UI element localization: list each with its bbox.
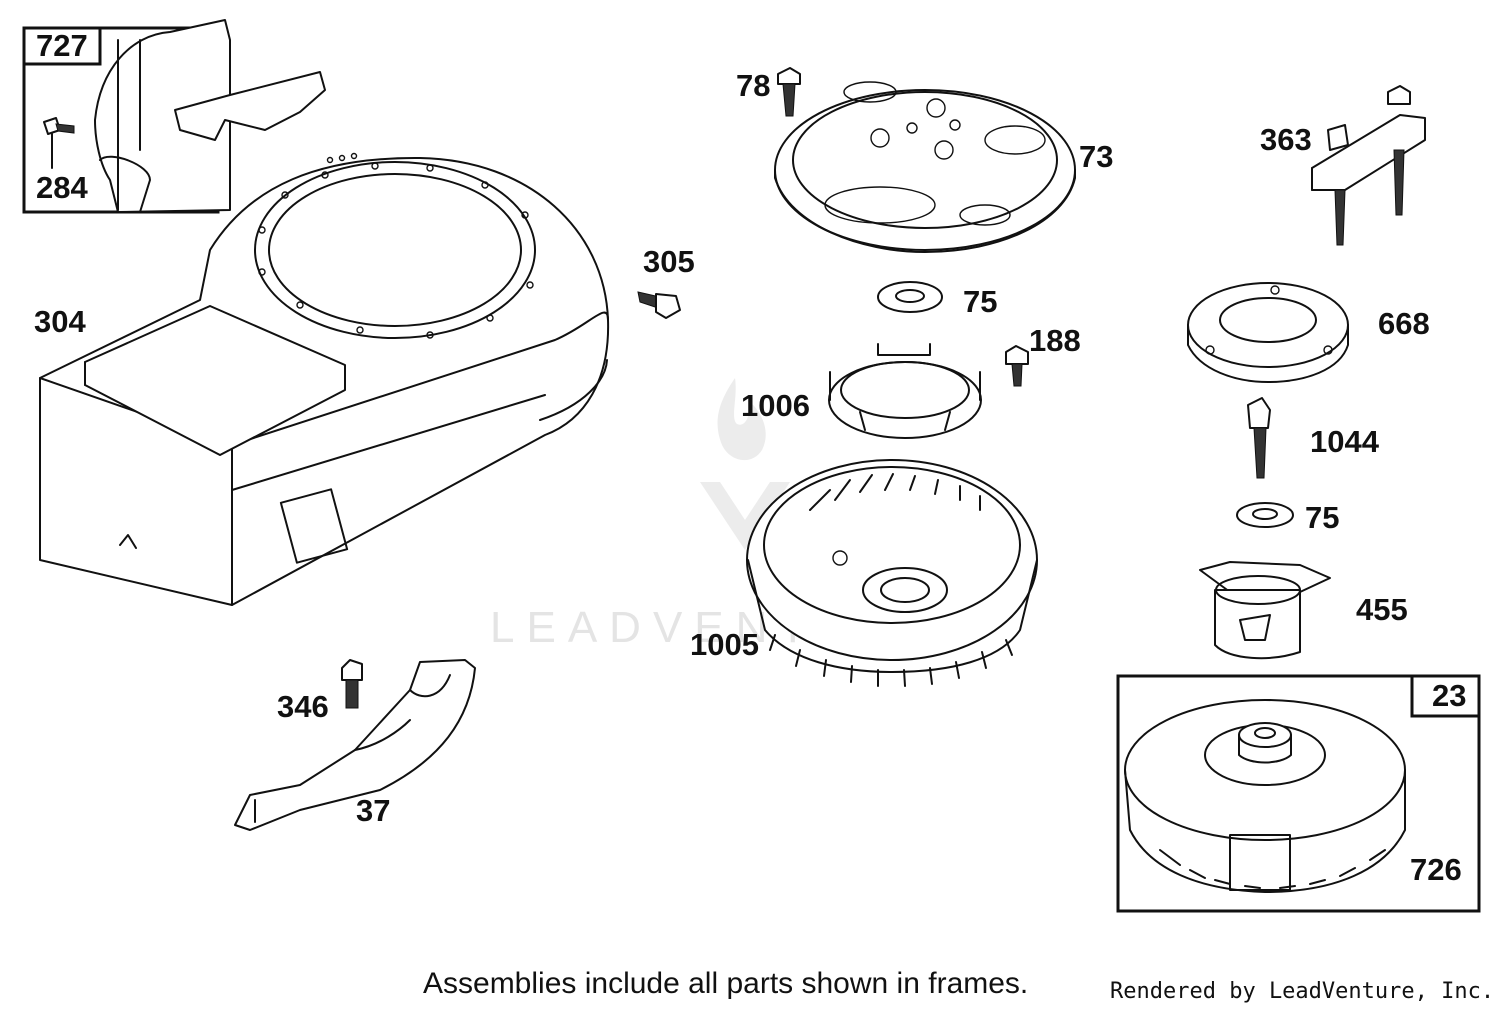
label-73[interactable]: 73 bbox=[1079, 139, 1113, 174]
label-304[interactable]: 304 bbox=[34, 304, 86, 339]
label-78[interactable]: 78 bbox=[736, 68, 770, 103]
label-1006[interactable]: 1006 bbox=[741, 388, 810, 423]
part-305-screw[interactable] bbox=[637, 291, 681, 319]
render-credit: Rendered by LeadVenture, Inc. bbox=[1110, 979, 1494, 1004]
part-75-washer-lower[interactable] bbox=[1236, 502, 1294, 528]
part-75-washer-upper[interactable] bbox=[877, 281, 943, 313]
label-455[interactable]: 455 bbox=[1356, 592, 1408, 627]
fan-fins bbox=[769, 473, 1013, 687]
label-305[interactable]: 305 bbox=[643, 244, 695, 279]
label-75-lower[interactable]: 75 bbox=[1305, 500, 1339, 535]
housing-bolt-holes bbox=[258, 152, 534, 339]
label-284[interactable]: 284 bbox=[36, 170, 88, 205]
part-73-rotating-screen[interactable] bbox=[774, 81, 1076, 253]
label-363[interactable]: 363 bbox=[1260, 122, 1312, 157]
screen-mesh bbox=[824, 81, 1046, 226]
part-23-assembly-frame[interactable] bbox=[1116, 674, 1481, 913]
label-726[interactable]: 726 bbox=[1410, 852, 1462, 887]
part-37-air-baffle[interactable] bbox=[234, 659, 476, 831]
label-188[interactable]: 188 bbox=[1029, 323, 1081, 358]
label-727[interactable]: 727 bbox=[36, 28, 88, 63]
part-455-cup[interactable] bbox=[1199, 561, 1331, 660]
part-284-bolt[interactable] bbox=[43, 117, 75, 135]
part-346-bolt[interactable] bbox=[341, 659, 363, 709]
label-1044[interactable]: 1044 bbox=[1310, 424, 1380, 459]
part-727-shroud-bracket[interactable] bbox=[94, 19, 326, 213]
label-1005[interactable]: 1005 bbox=[690, 627, 759, 662]
part-1044-bolt[interactable] bbox=[1247, 397, 1271, 479]
part-78-bolt[interactable] bbox=[777, 67, 801, 117]
label-75-upper[interactable]: 75 bbox=[963, 284, 997, 319]
label-668[interactable]: 668 bbox=[1378, 306, 1430, 341]
label-346[interactable]: 346 bbox=[277, 689, 329, 724]
part-1006-starter-cup[interactable] bbox=[828, 343, 982, 439]
part-188-screw[interactable] bbox=[1005, 345, 1029, 387]
label-23[interactable]: 23 bbox=[1432, 678, 1466, 713]
part-1005-flywheel-fan[interactable] bbox=[746, 459, 1038, 687]
footer-note: Assemblies include all parts shown in fr… bbox=[423, 967, 1028, 1000]
part-726-flywheel[interactable] bbox=[1124, 699, 1406, 893]
part-363-bracket[interactable] bbox=[1311, 85, 1426, 246]
part-668-plate[interactable] bbox=[1187, 282, 1349, 383]
label-37[interactable]: 37 bbox=[356, 793, 390, 828]
part-304-blower-housing[interactable] bbox=[39, 152, 610, 606]
callout-labels: 727 284 304 305 78 73 75 188 1006 1005 3… bbox=[34, 28, 1466, 887]
